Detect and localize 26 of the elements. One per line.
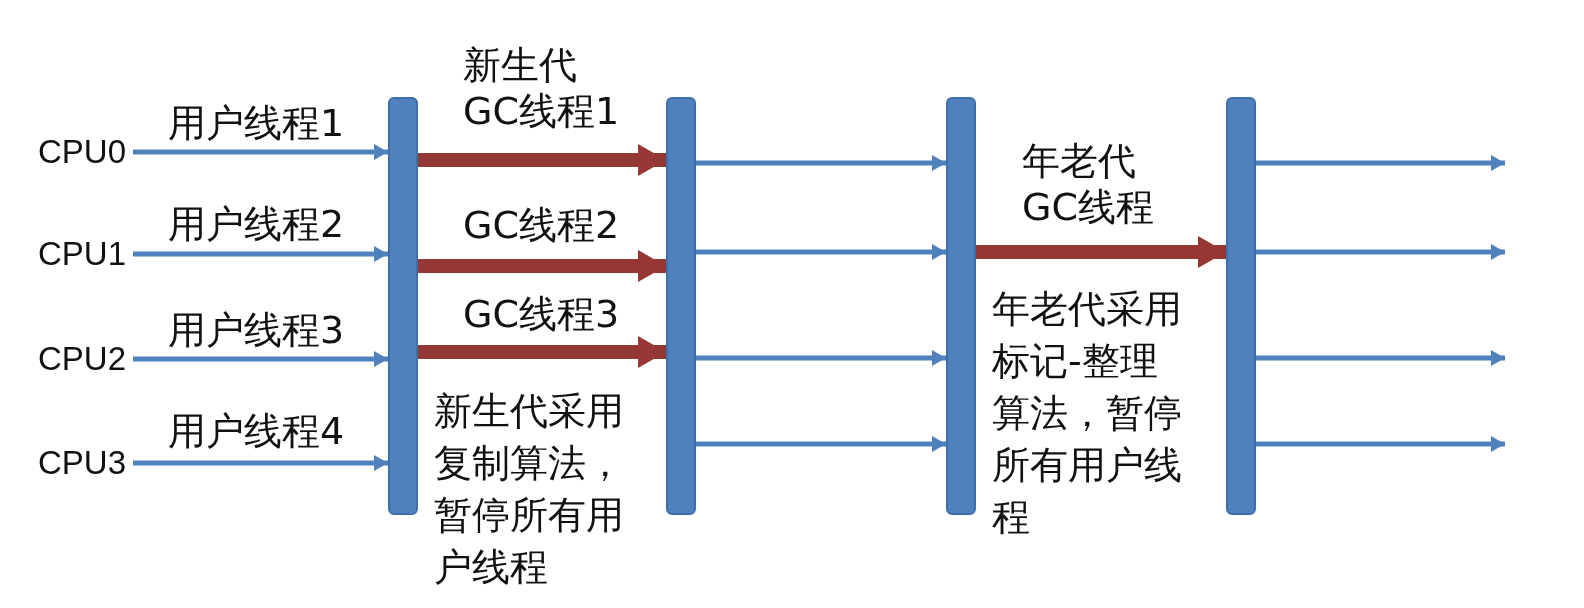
- arrow: [1256, 350, 1505, 366]
- arrow: [133, 246, 388, 262]
- timeline-bar: [1226, 97, 1256, 515]
- note-text: 年老代采用标记-整理算法，暂停所有用户线程: [992, 286, 1183, 541]
- timeline-bar: [946, 97, 976, 515]
- cpu-label: CPU0: [38, 132, 133, 172]
- timeline-bar: [388, 97, 418, 515]
- note-text: 新生代采用复制算法，暂停所有用户线程: [434, 388, 625, 591]
- arrow: [418, 336, 666, 368]
- arrow: [133, 455, 388, 471]
- cpu-label: CPU3: [38, 443, 133, 483]
- arrow: [1256, 436, 1505, 452]
- arrow: [418, 144, 666, 176]
- arrow: [1256, 155, 1505, 171]
- arrow: [418, 250, 666, 282]
- cpu-label: CPU1: [38, 234, 133, 274]
- arrow: [696, 436, 946, 452]
- arrow: [696, 350, 946, 366]
- timeline-bar: [666, 97, 696, 515]
- arrow: [696, 155, 946, 171]
- arrow: [976, 236, 1226, 268]
- arrow: [1256, 244, 1505, 260]
- arrow: [696, 244, 946, 260]
- arrow: [133, 144, 388, 160]
- cpu-label: CPU2: [38, 339, 133, 379]
- arrow: [133, 351, 388, 367]
